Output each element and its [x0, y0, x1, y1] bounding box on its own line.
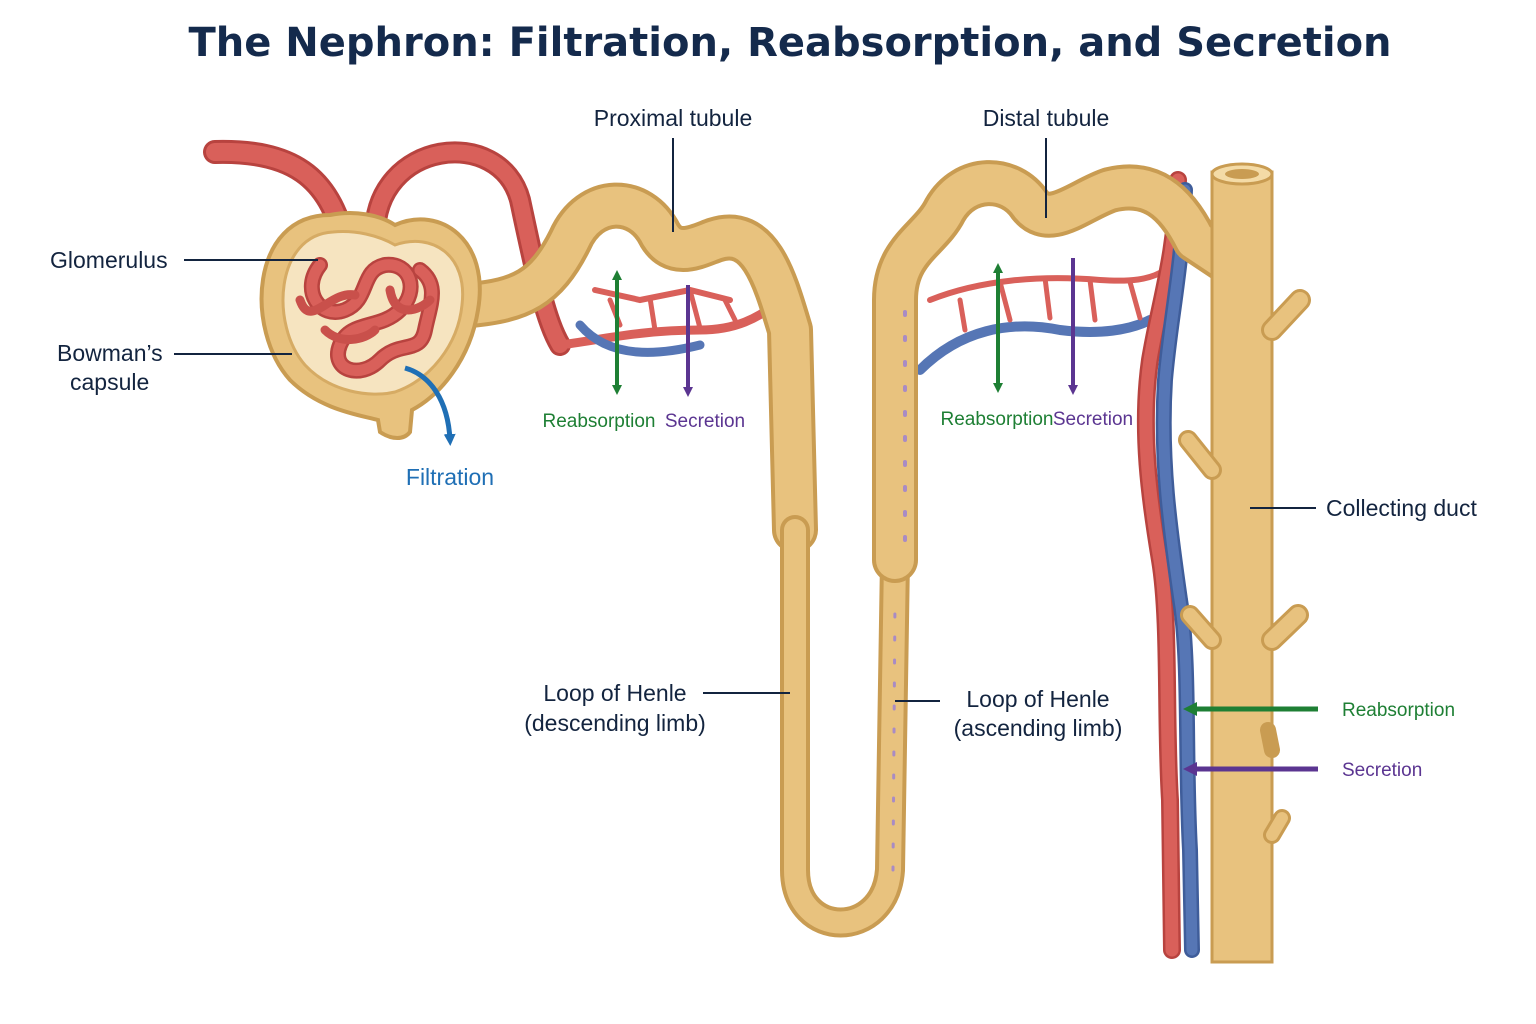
label-henle-descending-line1: Loop of Henle: [543, 680, 686, 706]
efferent-arteriole: [364, 141, 571, 356]
glomerulus: [295, 256, 440, 379]
collecting-duct: [1178, 162, 1311, 964]
leader-lines: [174, 138, 1316, 702]
peritubular-capillaries-distal: [915, 267, 1168, 375]
label-reabsorption-duct: Reabsorption: [1342, 700, 1455, 721]
peritubular-capillaries-proximal: [555, 286, 780, 357]
label-filtration: Filtration: [406, 464, 494, 490]
label-proximal-tubule: Proximal tubule: [594, 105, 753, 131]
label-henle-descending-line2: (descending limb): [524, 710, 706, 736]
filtration-arrow: [404, 365, 456, 446]
label-reabsorption-proximal: Reabsorption: [542, 411, 655, 432]
vasa-recta: [1136, 171, 1200, 959]
label-distal-tubule: Distal tubule: [983, 105, 1110, 131]
label-henle-ascending-line2: (ascending limb): [954, 715, 1123, 741]
label-secretion-distal: Secretion: [1053, 409, 1133, 430]
label-glomerulus: Glomerulus: [50, 247, 168, 273]
page-title: The Nephron: Filtration, Reabsorption, a…: [188, 20, 1391, 66]
label-secretion-duct: Secretion: [1342, 760, 1422, 781]
label-bowmans-capsule-line1: Bowman’s: [57, 340, 163, 366]
label-reabsorption-distal: Reabsorption: [940, 409, 1053, 430]
label-bowmans-capsule-line2: capsule: [70, 369, 149, 395]
label-collecting-duct: Collecting duct: [1326, 495, 1477, 521]
label-henle-ascending-line1: Loop of Henle: [966, 686, 1109, 712]
label-secretion-proximal: Secretion: [665, 411, 745, 432]
nephron-tubule: [447, 160, 1248, 938]
